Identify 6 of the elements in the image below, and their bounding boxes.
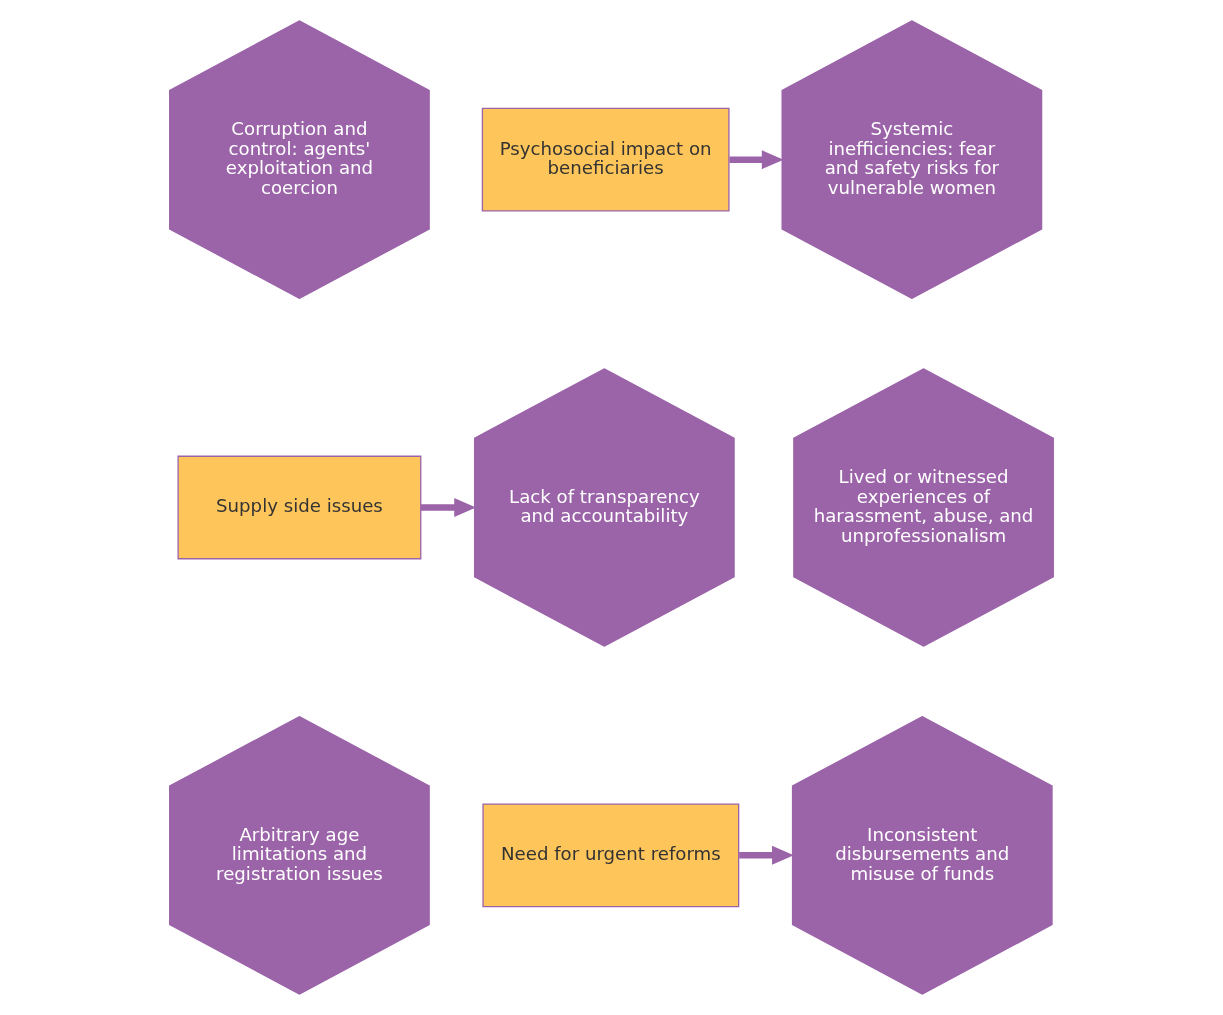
- arrow: [420, 498, 476, 517]
- node-box: Psychosocial impact on beneficiaries: [481, 107, 730, 212]
- node-box: Supply side issues: [177, 455, 422, 560]
- node-box: Need for urgent reforms: [482, 803, 740, 908]
- arrow: [739, 845, 794, 865]
- arrow: [729, 150, 784, 170]
